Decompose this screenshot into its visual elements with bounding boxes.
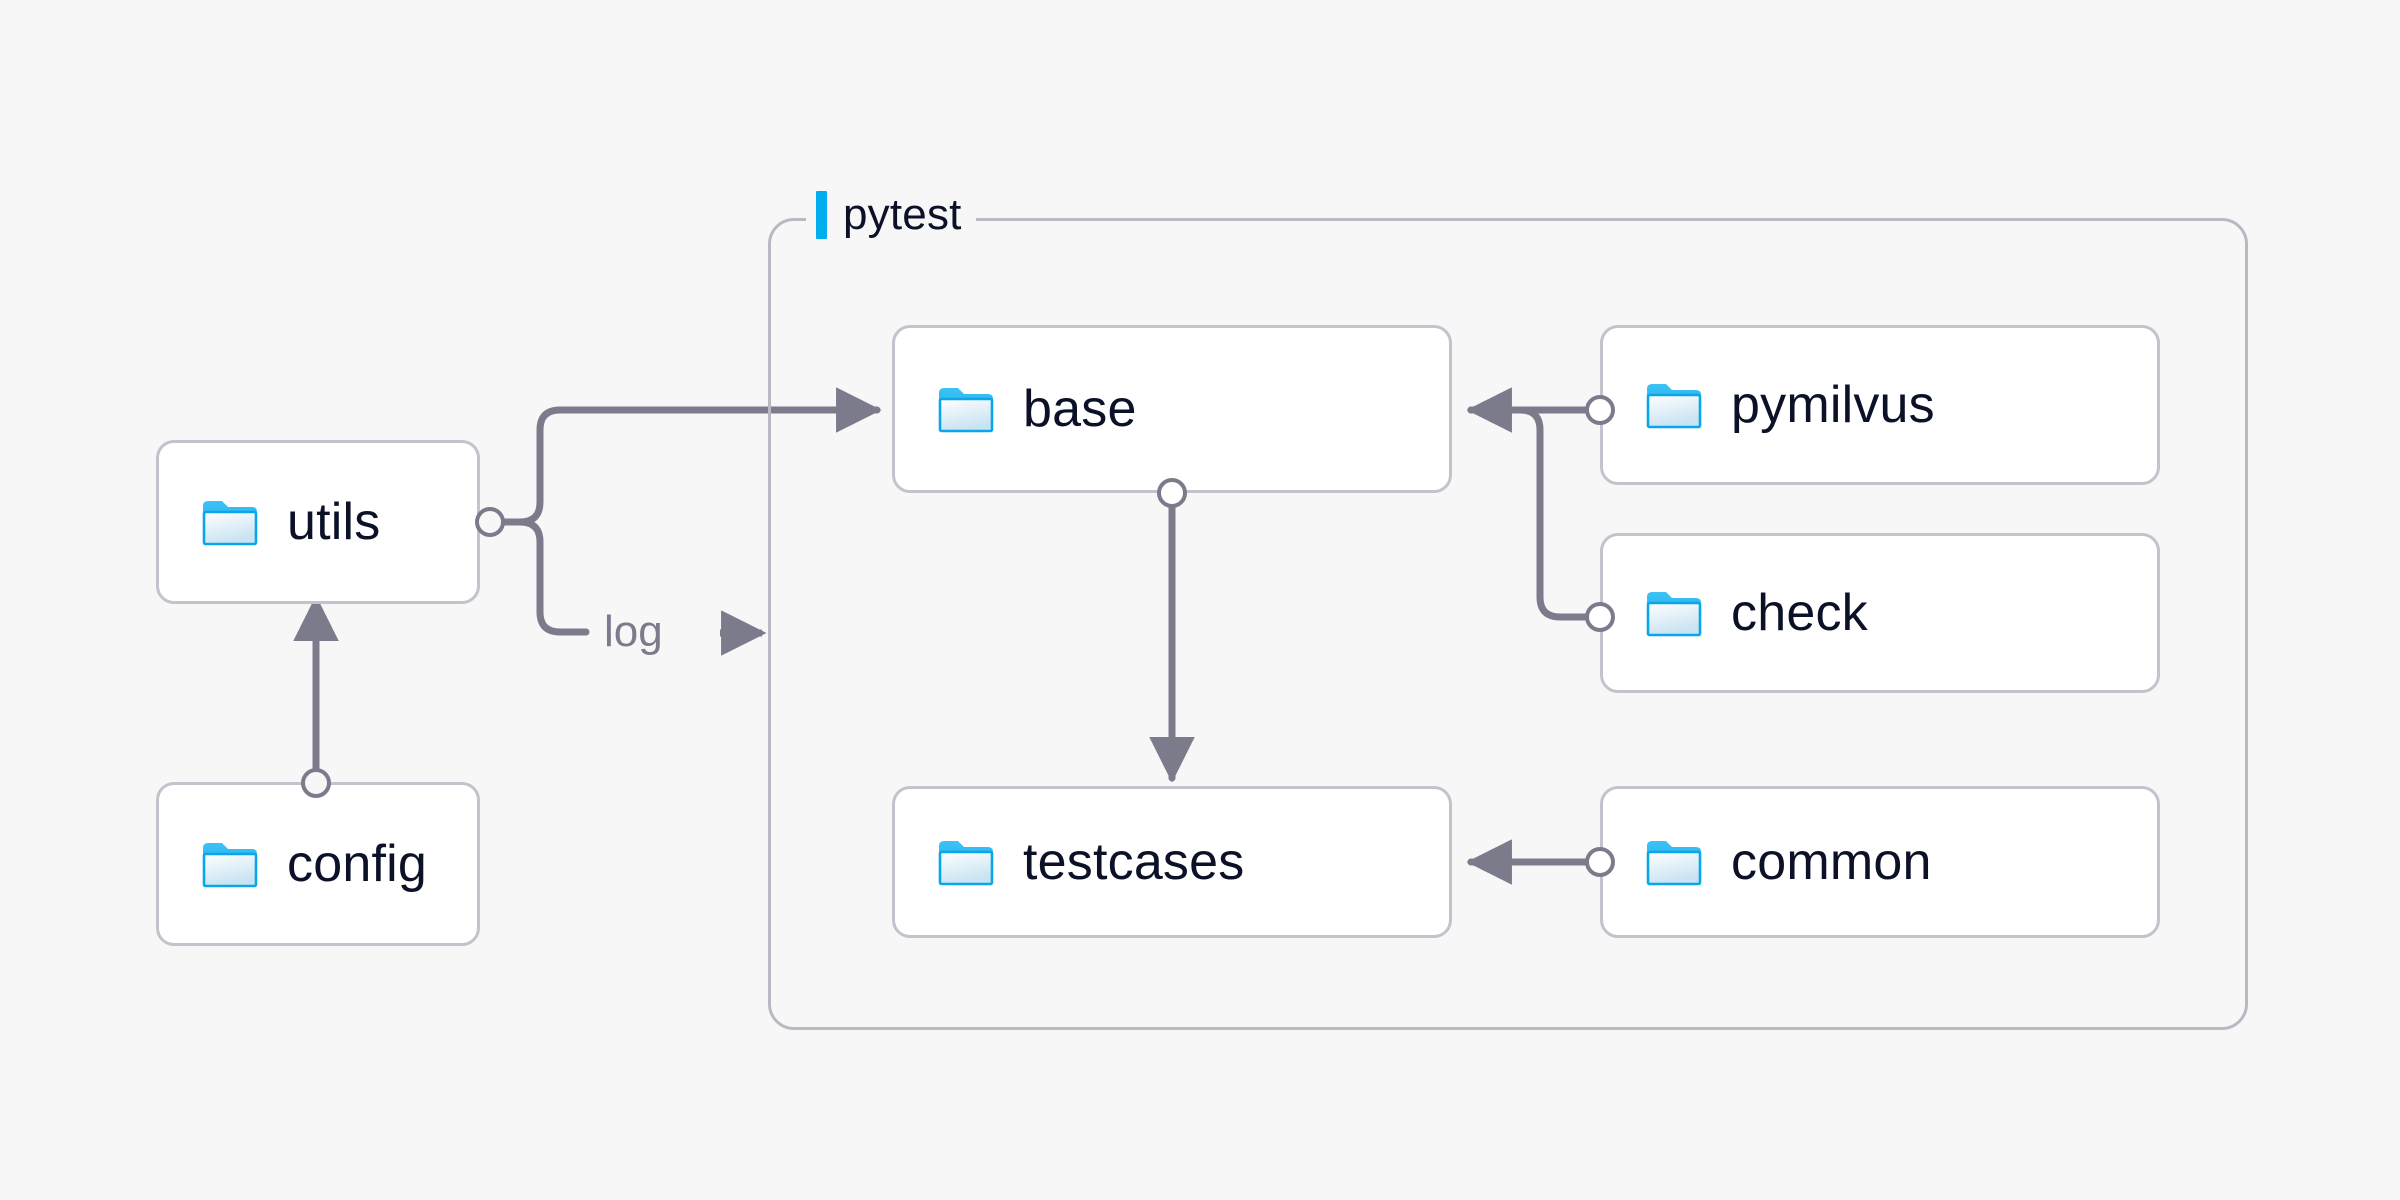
node-base-label: base xyxy=(1023,380,1137,438)
edge-utils-to-pytest-log xyxy=(486,518,590,636)
node-pymilvus[interactable]: pymilvus xyxy=(1600,325,2160,485)
group-pytest-label-text: pytest xyxy=(843,190,962,239)
folder-icon xyxy=(938,388,994,433)
node-config[interactable]: config xyxy=(156,782,480,946)
folder-icon xyxy=(1646,384,1702,429)
edge-label-log: log xyxy=(604,607,663,656)
node-base[interactable]: base xyxy=(892,325,1452,493)
group-accent-bar xyxy=(816,191,827,239)
node-common-label: common xyxy=(1731,833,1932,891)
node-check[interactable]: check xyxy=(1600,533,2160,693)
group-pytest xyxy=(768,218,2248,1030)
node-testcases[interactable]: testcases xyxy=(892,786,1452,938)
folder-icon xyxy=(202,501,258,546)
node-utils[interactable]: utils xyxy=(156,440,480,604)
port-utils-right[interactable] xyxy=(475,507,505,537)
node-common[interactable]: common xyxy=(1600,786,2160,938)
group-pytest-label: pytest xyxy=(806,190,976,240)
port-common-left[interactable] xyxy=(1585,847,1615,877)
folder-icon xyxy=(202,843,258,888)
node-pymilvus-label: pymilvus xyxy=(1731,376,1935,434)
folder-icon xyxy=(1646,592,1702,637)
node-config-label: config xyxy=(287,835,427,893)
node-check-label: check xyxy=(1731,584,1868,642)
node-utils-label: utils xyxy=(287,493,381,551)
folder-icon xyxy=(1646,841,1702,886)
folder-icon xyxy=(938,841,994,886)
port-pymilvus-left[interactable] xyxy=(1585,395,1615,425)
port-config-top[interactable] xyxy=(301,768,331,798)
node-testcases-label: testcases xyxy=(1023,833,1245,891)
port-check-left[interactable] xyxy=(1585,602,1615,632)
port-base-bottom[interactable] xyxy=(1157,478,1187,508)
